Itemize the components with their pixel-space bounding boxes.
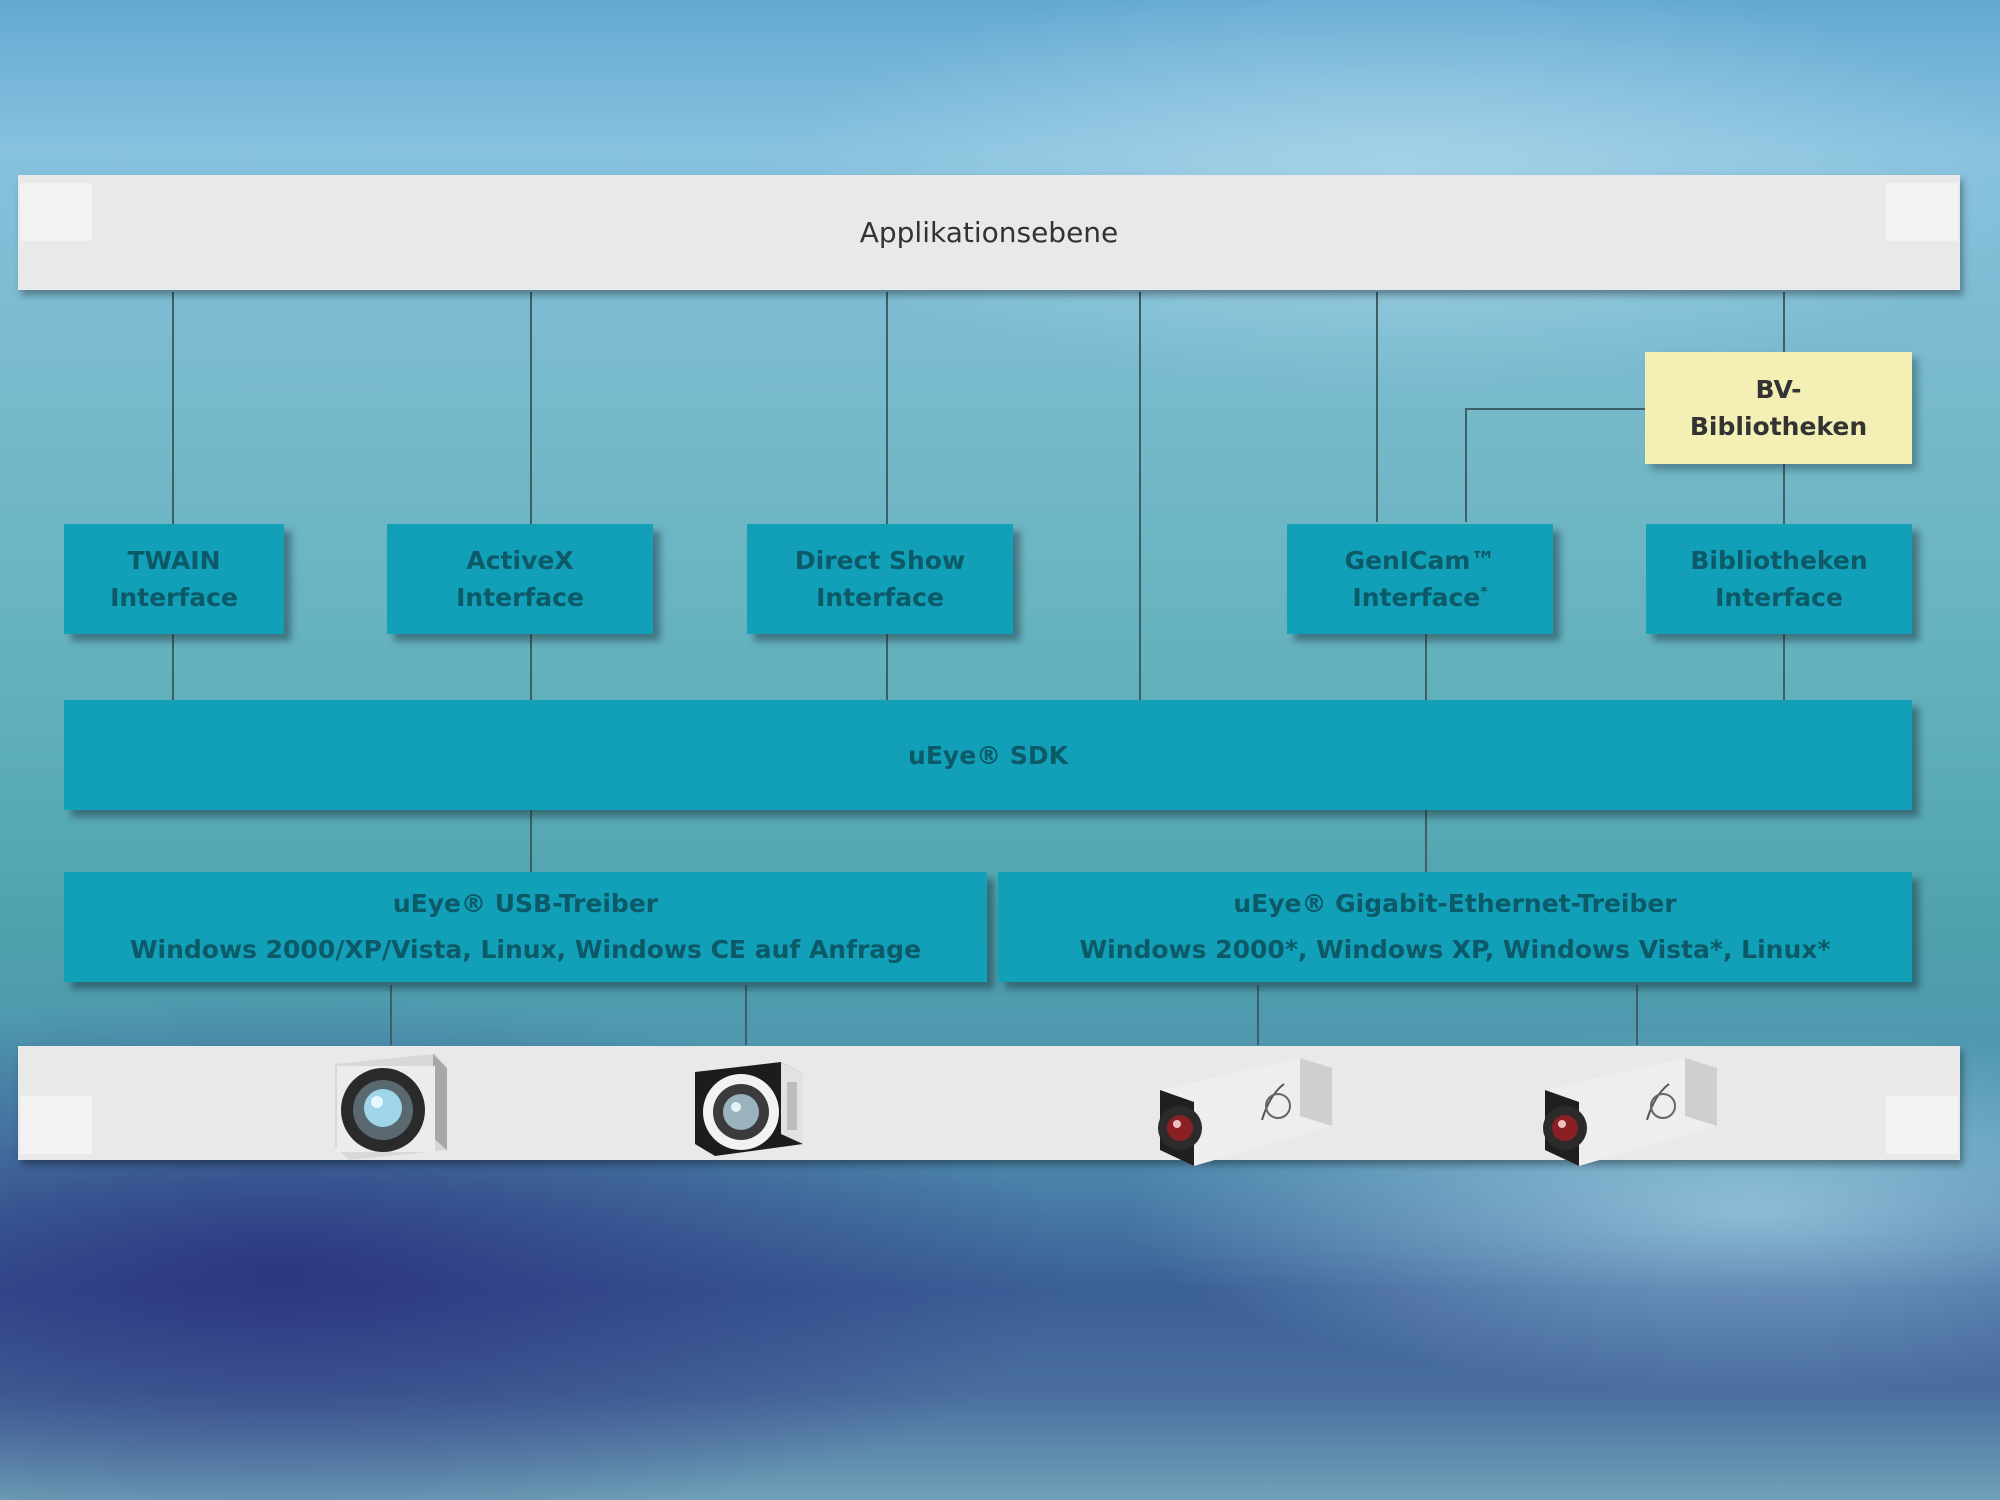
usb-driver-box: uEye® USB-Treiber Windows 2000/XP/Vista,… [64,872,987,982]
sdk-label: uEye® SDK [908,740,1068,770]
connector-line [530,292,532,707]
connector-line [1636,985,1638,1045]
gige-driver-box: uEye® Gigabit-Ethernet-Treiber Windows 2… [998,872,1912,982]
connector-line [530,810,532,878]
interface-title: TWAIN [127,546,221,575]
interface-subtitle: Interface [816,583,944,612]
interface-subtitle: Interface [110,583,238,612]
interface-title: GenICam™ [1344,546,1496,575]
twain-interface-box: TWAIN Interface [64,524,284,634]
usb-driver-title: uEye® USB-Treiber [392,889,659,918]
gige-camera-icon [1158,1058,1332,1166]
ueye-sdk-band: uEye® SDK [64,700,1912,810]
usb-driver-platforms: Windows 2000/XP/Vista, Linux, Windows CE… [129,935,922,964]
application-layer-band: Applikationsebene [18,175,1960,290]
band-corner [20,183,92,241]
directshow-interface-box: Direct Show Interface [747,524,1013,634]
interface-subtitle: Interface [456,583,584,612]
connector-line [172,292,174,707]
image-processing-library-box: BV- Bibliotheken [1645,352,1912,464]
gige-driver-platforms: Windows 2000*, Windows XP, Windows Vista… [1079,935,1831,964]
connector-line [390,985,392,1045]
connector-line [1257,985,1259,1045]
connector-line [1465,409,1467,522]
interface-title: ActiveX [466,546,574,575]
interface-title: Bibliotheken [1690,546,1868,575]
library-line-2: Bibliotheken [1689,412,1868,441]
library-line-1: BV- [1755,375,1802,404]
activex-interface-box: ActiveX Interface [387,524,653,634]
interface-subtitle-text: Interface [1352,583,1481,612]
band-corner [1886,183,1958,241]
interface-subtitle: Interface* [1352,579,1487,616]
genicam-interface-box: GenICam™ Interface* [1287,524,1553,634]
band-corner [1886,1096,1958,1154]
interface-title: Direct Show [794,546,966,575]
libraries-interface-box: Bibliotheken Interface [1646,524,1912,634]
footnote-mark: * [1480,584,1488,601]
connector-line [1376,292,1378,522]
band-corner [20,1096,92,1154]
application-layer-label: Applikationsebene [859,216,1119,249]
gige-driver-title: uEye® Gigabit-Ethernet-Treiber [1233,889,1677,918]
connector-line [1783,292,1785,352]
interface-subtitle: Interface [1715,583,1843,612]
gige-camera-icon [1543,1058,1717,1166]
connector-line [1465,408,1645,410]
connector-line [886,292,888,707]
connector-line [1139,292,1141,707]
usb-compact-camera-icon [695,1062,803,1156]
connector-line [745,985,747,1045]
usb-board-camera-icon [335,1054,447,1160]
